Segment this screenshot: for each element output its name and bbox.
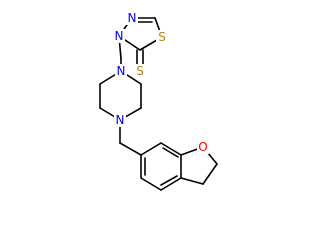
atom-s-thione-label: S (136, 64, 144, 78)
atom-n-piperazine-bottom-label: N (116, 113, 125, 127)
molecule-structure-diagram: N N S S N N O (99, 11, 218, 191)
bond-ar-2 (160, 142, 182, 156)
bond-ch2-aryl (119, 142, 142, 156)
atom-n-triazole-left-label: N (115, 29, 124, 43)
atom-n-piperazine-bottom: N (114, 113, 126, 127)
atom-s-ring: S (156, 30, 168, 44)
atom-o-furan-label: O (198, 140, 207, 154)
atom-o-furan: O (197, 140, 209, 154)
atom-labels: N N S S N N O (113, 11, 209, 154)
bond-ar-4 (160, 177, 182, 191)
atom-s-ring-label: S (158, 30, 166, 44)
atom-s-thione: S (134, 64, 146, 78)
bonds (99, 17, 218, 191)
bond-ar-1 (140, 142, 162, 156)
bond-ar-2-double (162, 147, 179, 158)
atom-n-triazole-top-label: N (128, 11, 137, 25)
bond-furan-ch2-ch2 (202, 163, 218, 185)
atom-n-piperazine-top-label: N (117, 64, 126, 78)
atom-n-piperazine-top: N (115, 64, 127, 78)
bond-furan-ch2-c (180, 177, 204, 185)
bond-ar-5 (140, 177, 162, 191)
atom-n-triazole-top: N (126, 11, 138, 25)
bond-ar-4-double (160, 175, 178, 186)
atom-n-triazole-left: N (113, 29, 125, 43)
